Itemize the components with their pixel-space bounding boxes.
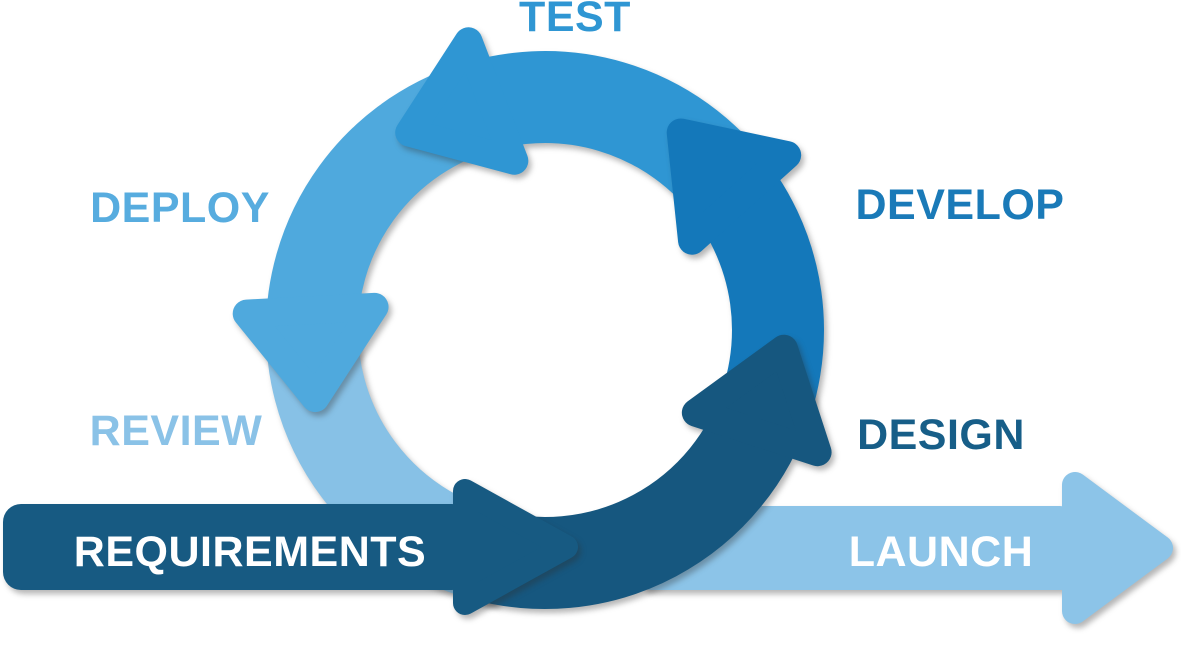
launch-label: LAUNCH xyxy=(849,528,1034,576)
launch-bar xyxy=(640,472,1173,624)
deploy-label: DEPLOY xyxy=(90,184,270,232)
develop-arrowhead-icon xyxy=(666,118,802,255)
requirements-bar-body xyxy=(3,504,470,590)
develop-label: DEVELOP xyxy=(856,181,1065,229)
requirements-label: REQUIREMENTS xyxy=(74,528,426,576)
launch-arrowhead-icon xyxy=(1062,472,1173,624)
launch-bar-body xyxy=(640,506,1070,590)
requirements-arrowhead-icon xyxy=(453,479,578,615)
test-arrowhead-icon xyxy=(395,27,529,175)
review-label: REVIEW xyxy=(90,407,263,455)
test-label: TEST xyxy=(519,0,631,41)
deploy-arrowhead-icon xyxy=(232,292,389,413)
design-arrowhead-icon xyxy=(681,334,832,467)
requirements-bar xyxy=(3,479,578,615)
design-label: DESIGN xyxy=(857,411,1025,459)
